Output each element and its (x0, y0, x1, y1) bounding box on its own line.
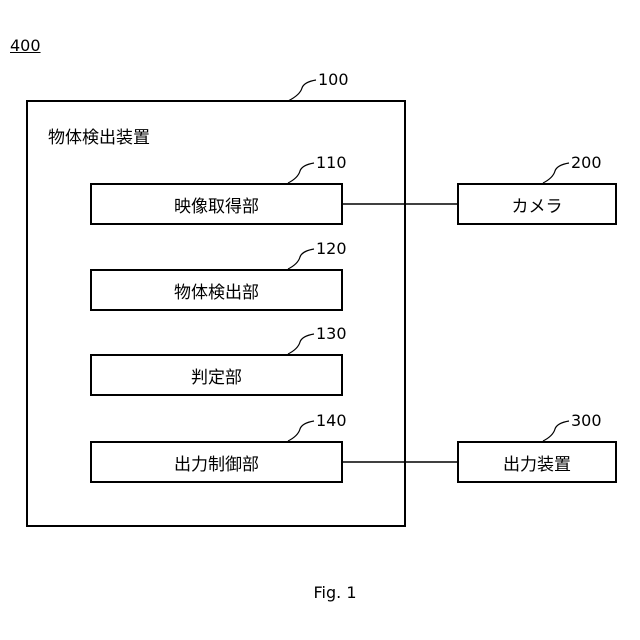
ref-200: 200 (571, 155, 602, 171)
leader-300 (543, 421, 569, 441)
ref-100: 100 (318, 72, 349, 88)
unit-box-object-detection: 物体検出部 (90, 269, 343, 311)
unit-box-determination: 判定部 (90, 354, 343, 396)
unit-box-output-control: 出力制御部 (90, 441, 343, 483)
device-title: 物体検出装置 (48, 123, 150, 148)
unit-label-120: 物体検出部 (174, 278, 259, 303)
external-label-300: 出力装置 (503, 450, 571, 475)
unit-label-130: 判定部 (191, 363, 242, 388)
external-box-output-device: 出力装置 (457, 441, 617, 483)
external-label-200: カメラ (512, 192, 563, 217)
system-ref-label: 400 (10, 36, 41, 55)
ref-300: 300 (571, 413, 602, 429)
unit-box-video-acquisition: 映像取得部 (90, 183, 343, 225)
leader-200 (543, 163, 569, 183)
unit-label-140: 出力制御部 (174, 450, 259, 475)
ref-110: 110 (316, 155, 347, 171)
unit-label-110: 映像取得部 (174, 192, 259, 217)
ref-130: 130 (316, 326, 347, 342)
external-box-camera: カメラ (457, 183, 617, 225)
ref-140: 140 (316, 413, 347, 429)
figure-caption: Fig. 1 (0, 583, 640, 602)
ref-120: 120 (316, 241, 347, 257)
leader-100 (288, 80, 316, 101)
